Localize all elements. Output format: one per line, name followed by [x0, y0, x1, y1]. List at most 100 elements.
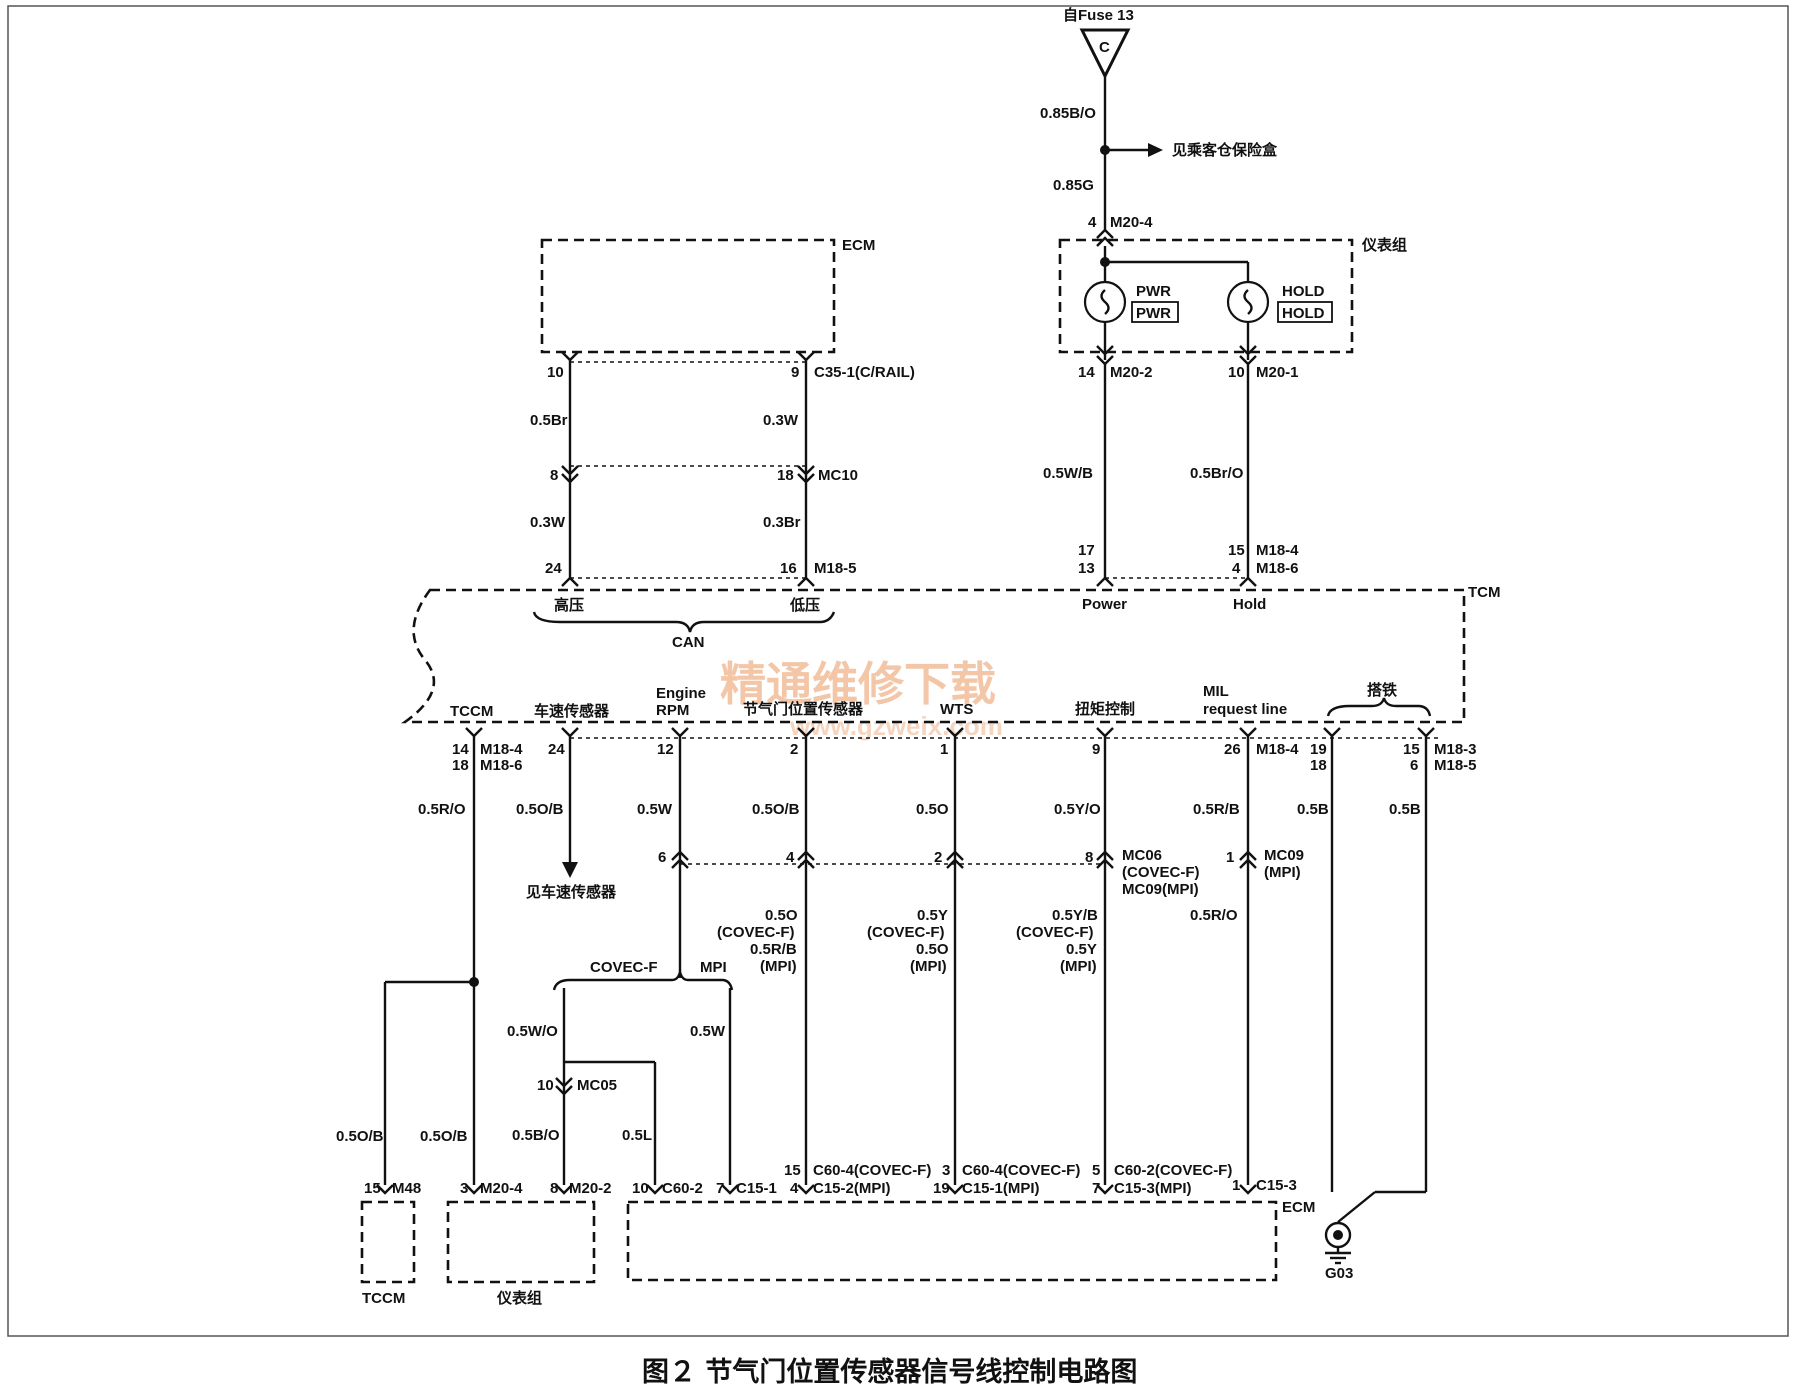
wire-05b-a: 0.5B — [1297, 801, 1329, 818]
tps-wire-2: (COVEC-F) — [717, 924, 795, 941]
pin-2: 2 — [790, 741, 798, 758]
trq-wire-2: (COVEC-F) — [1016, 924, 1094, 941]
hold-label: HOLD — [1282, 283, 1325, 300]
wire-05ob: 0.5O/B — [516, 801, 564, 818]
conn-mc05: MC05 — [577, 1077, 617, 1094]
mpi-label: MPI — [700, 959, 727, 976]
conn-m20-4-b: M20-4 — [480, 1180, 523, 1197]
conn-c35-1: C35-1(C/RAIL) — [814, 364, 915, 381]
pin-7: 7 — [716, 1180, 724, 1197]
conn-c15-2-mpi: C15-2(MPI) — [813, 1180, 891, 1197]
mc-pin-2: 2 — [934, 849, 942, 866]
engine-rpm-label-2: RPM — [656, 702, 689, 719]
tps-wire-3: 0.5R/B — [750, 941, 797, 958]
conn-m18-4: M18-4 — [480, 741, 523, 758]
pin-24: 24 — [545, 560, 562, 577]
ground-label: 搭铁 — [1367, 681, 1397, 699]
wire-03w: 0.3W — [763, 412, 799, 429]
tps-label: 节气门位置传感器 — [743, 700, 864, 718]
conn-c15-1: C15-1 — [736, 1180, 777, 1197]
watermark-text: 精通维修下载 — [720, 658, 996, 710]
wire-05w: 0.5W — [637, 801, 673, 818]
cluster-to-tcm-wires: 14 M20-2 10 M20-1 0.5W/B 0.5Br/O 17 13 1… — [1043, 355, 1299, 613]
wire-05br: 0.5Br — [530, 412, 568, 429]
conn-m18-6: M18-6 — [1256, 560, 1299, 577]
cluster-box-bottom — [446, 1200, 596, 1284]
figure-caption: 图２ 节气门位置传感器信号线控制电路图 — [642, 1356, 1137, 1388]
wire-05wb: 0.5W/B — [1043, 465, 1093, 482]
wts-wire-1: 0.5Y — [917, 907, 948, 924]
cluster-box: 仪表组 PWR PWR HOLD HOLD — [1058, 236, 1407, 360]
watermark-url: www.gzweix.com — [789, 711, 1003, 741]
engine-rpm-label-1: Engine — [656, 685, 706, 702]
ecm-box — [626, 1200, 1278, 1282]
mc-pin-8: 8 — [1085, 849, 1093, 866]
wire-05l: 0.5L — [622, 1127, 652, 1144]
pin-19-ecm: 19 — [933, 1180, 950, 1197]
wire-05b-b: 0.5B — [1389, 801, 1421, 818]
speed-sensor-label: 车速传感器 — [534, 702, 610, 720]
trq-wire-3: 0.5Y — [1066, 941, 1097, 958]
fuse-label: 自Fuse 13 — [1063, 6, 1134, 24]
pin-16: 16 — [780, 560, 797, 577]
hold-pin-label: Hold — [1233, 596, 1266, 613]
conn-m20-4: M20-4 — [1110, 214, 1153, 231]
torque-control-label: 扭矩控制 — [1075, 700, 1135, 718]
conn-c60-4-covec-b: C60-4(COVEC-F) — [962, 1162, 1080, 1179]
hold-box-label: HOLD — [1282, 305, 1325, 322]
conn-mc09-mpi: MC09(MPI) — [1122, 881, 1199, 898]
g03-label: G03 — [1325, 1265, 1353, 1282]
pwr-box-label: PWR — [1136, 305, 1171, 322]
conn-m18-4b: M18-4 — [1256, 741, 1299, 758]
tps-wire-1: 0.5O — [765, 907, 798, 924]
pin-26: 26 — [1224, 741, 1241, 758]
arrow-right-icon — [1148, 143, 1163, 157]
pin-24: 24 — [548, 741, 565, 758]
wts-wire-3: 0.5O — [916, 941, 949, 958]
figure-border — [7, 5, 1789, 1337]
pin-4: 4 — [1088, 214, 1097, 231]
wire-03br: 0.3Br — [763, 514, 801, 531]
pin-18: 18 — [777, 467, 794, 484]
pwr-label: PWR — [1136, 283, 1171, 300]
wire-085g: 0.85G — [1053, 177, 1094, 194]
conn-c15-1-mpi: C15-1(MPI) — [962, 1180, 1040, 1197]
wire-05ob-cluster: 0.5O/B — [420, 1128, 468, 1145]
wire-085bo: 0.85B/O — [1040, 105, 1096, 122]
covec-f-label: COVEC-F — [590, 959, 658, 976]
conn-m18-3: M18-3 — [1434, 741, 1477, 758]
conn-m48: M48 — [392, 1180, 421, 1197]
conn-m20-2: M20-2 — [1110, 364, 1153, 381]
tcm-label: TCM — [1468, 584, 1501, 601]
mc05-pin-10: 10 — [537, 1077, 554, 1094]
mc-pin-4: 4 — [786, 849, 795, 866]
tccm-box-label: TCCM — [362, 1290, 405, 1307]
connector-c-letter: C — [1099, 39, 1110, 56]
mil-label-1: MIL — [1203, 683, 1229, 700]
pin-4b: 4 — [1232, 560, 1241, 577]
wire-05bro: 0.5Br/O — [1190, 465, 1244, 482]
pin-6: 6 — [1410, 757, 1418, 774]
ground-icon — [1324, 1221, 1352, 1265]
pin-8: 8 — [550, 467, 558, 484]
pin-1-ecm: 1 — [1232, 1177, 1240, 1194]
trq-wire-1: 0.5Y/B — [1052, 907, 1098, 924]
power-label: Power — [1082, 596, 1127, 613]
conn-mc09: MC09 — [1264, 847, 1304, 864]
ecm-can-section: ECM 10 9 C35-1(C/RAIL) 0.5Br 0.3W 8 18 M… — [530, 237, 915, 651]
pin-12: 12 — [657, 741, 674, 758]
conn-m20-1: M20-1 — [1256, 364, 1299, 381]
tccm-pin-label: TCCM — [450, 703, 493, 720]
conn-m18-4: M18-4 — [1256, 542, 1299, 559]
pin-10-ecm: 10 — [632, 1180, 649, 1197]
cluster-label: 仪表组 — [1361, 236, 1407, 254]
conn-m18-5: M18-5 — [814, 560, 857, 577]
pin-3: 3 — [460, 1180, 468, 1197]
pin-5-ecm: 5 — [1092, 1162, 1100, 1179]
conn-c60-4-covec: C60-4(COVEC-F) — [813, 1162, 931, 1179]
conn-mc09-paren: (MPI) — [1264, 864, 1301, 881]
wire-05wo: 0.5W/O — [507, 1023, 558, 1040]
wire-05rb: 0.5R/B — [1193, 801, 1240, 818]
pin-15: 15 — [1228, 542, 1245, 559]
wire-05ob-tps: 0.5O/B — [752, 801, 800, 818]
